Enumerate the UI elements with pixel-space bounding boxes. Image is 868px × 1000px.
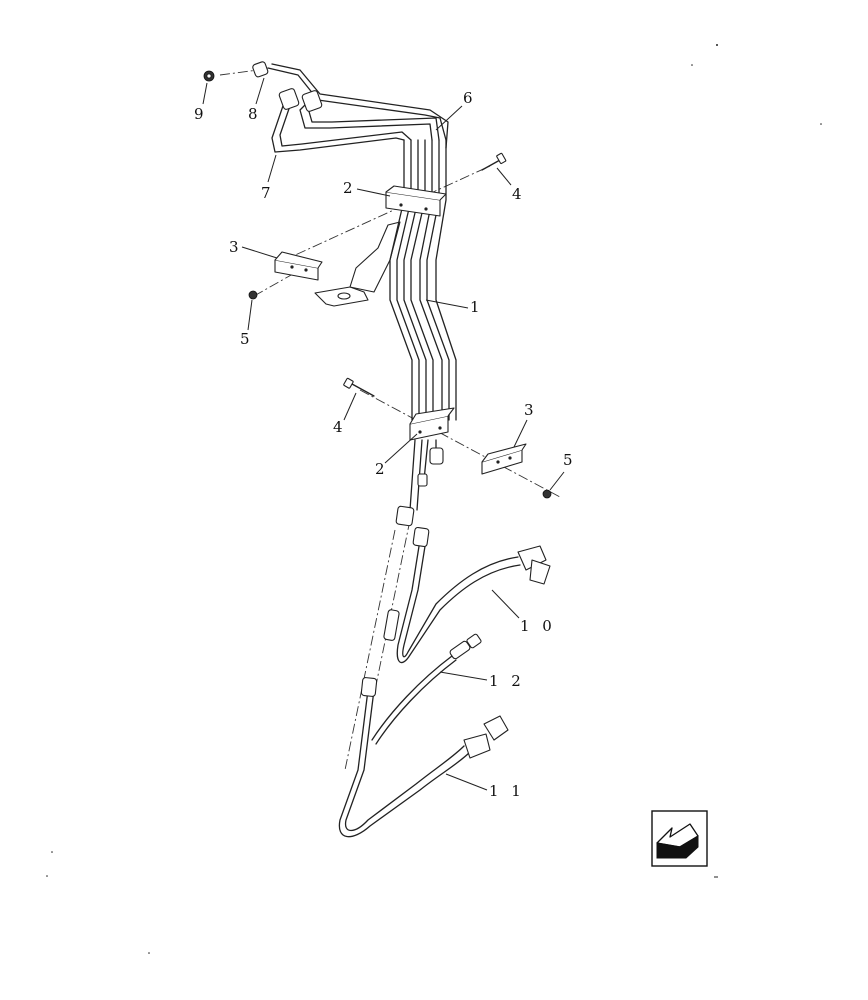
callout-4-upper: 4: [512, 185, 522, 203]
callout-4-lower: 4: [333, 418, 343, 436]
callout-9: 9: [194, 105, 204, 123]
rigid-tube-bundle: [389, 139, 457, 421]
assembly-centerlines: [219, 69, 561, 771]
clamp-plate-lower: [481, 443, 527, 475]
mounting-bracket: [314, 221, 401, 307]
hose-10: [383, 526, 551, 664]
callout-2-lower: 2: [375, 460, 385, 478]
clamp-plate-upper: [274, 251, 323, 281]
previous-arrow-icon[interactable]: [651, 810, 708, 867]
callout-2-upper: 2: [343, 179, 353, 197]
upper-clamp: [385, 185, 447, 217]
scan-specks: [46, 44, 822, 954]
bolt-lower: [343, 377, 375, 397]
nut-lower: [542, 489, 552, 499]
hose-11: [338, 677, 509, 838]
lower-clamp: [409, 407, 455, 441]
callout-6: 6: [463, 89, 473, 107]
callout-3-lower: 3: [524, 401, 534, 419]
nut-upper: [248, 290, 258, 300]
callout-8: 8: [248, 105, 258, 123]
callout-1: 1: [470, 298, 480, 316]
callout-7: 7: [261, 184, 271, 202]
hose-12: [371, 633, 482, 745]
callout-11: 1 1: [489, 782, 525, 800]
callout-5-lower: 5: [563, 451, 573, 469]
lower-tube-stubs: [395, 439, 444, 527]
callout-3-upper: 3: [229, 238, 239, 256]
callout-10: 1 0: [520, 617, 556, 635]
upper-tube-routing: [267, 63, 449, 153]
leader-lines: [202, 77, 565, 791]
bolt-upper: [481, 152, 507, 171]
callout-5-upper: 5: [240, 330, 250, 348]
callout-12: 1 2: [489, 672, 525, 690]
top-fittings: [203, 61, 323, 112]
callouts: 1 2 2 3 3 4 4 5 5 6 7 8 9 1 0 1 1 1 2: [194, 89, 573, 800]
